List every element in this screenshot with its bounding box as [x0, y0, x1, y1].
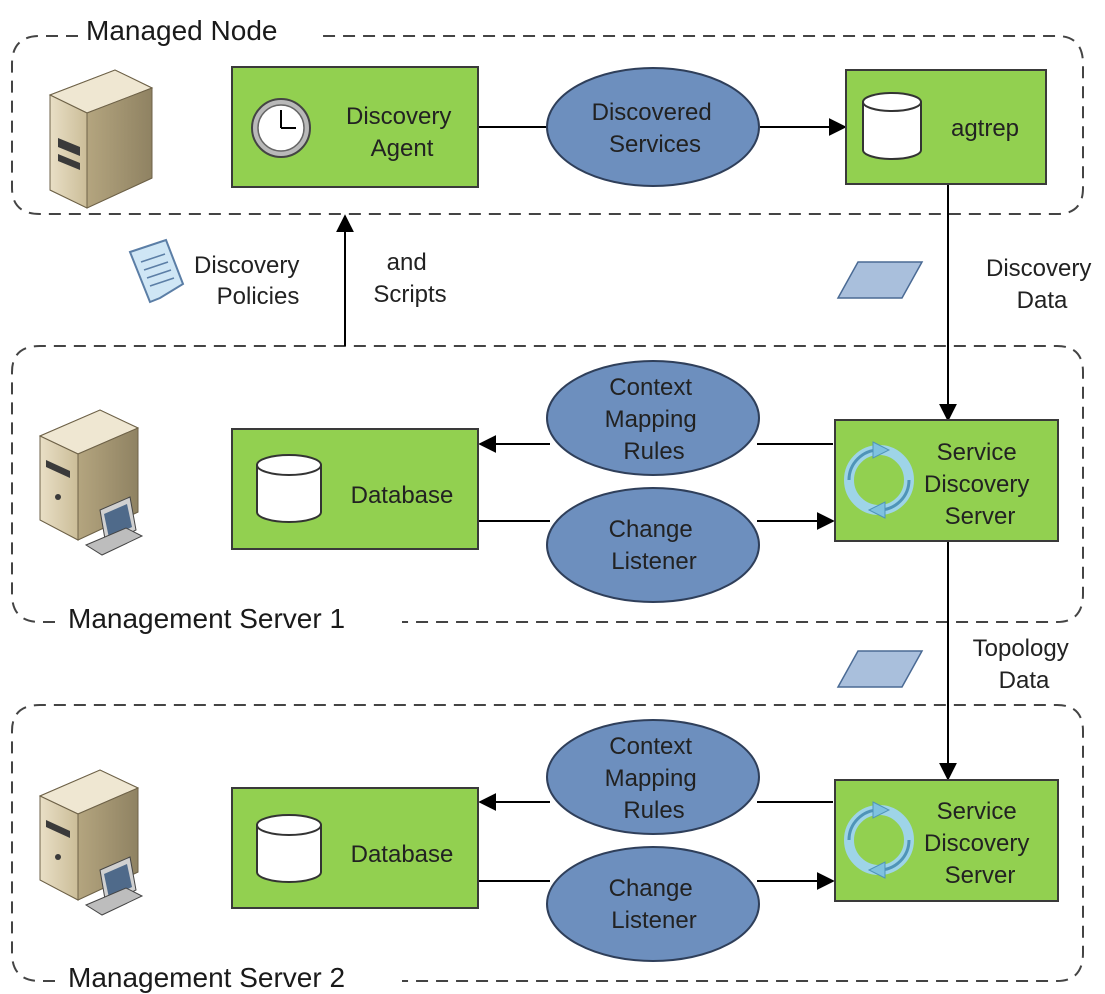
svg-text:Context Mapping Rules: Context Mapping Rules	[605, 374, 704, 465]
s2-change-line-2: Listener	[611, 907, 696, 934]
discovery-data-parallelogram-icon	[836, 261, 924, 299]
s1-context-line-2: Mapping	[605, 406, 697, 433]
discovered-services-ellipse	[546, 67, 760, 187]
s1-context-line-1: Context	[609, 374, 692, 401]
managed-node-border	[11, 35, 1084, 215]
mgmt-server-1-label: Management Server 1	[68, 603, 345, 634]
s2-context-line-3: Rules	[623, 797, 684, 824]
topology-data-line-1: Topology	[973, 635, 1069, 662]
discovery-data-line-1: Discovery	[986, 255, 1091, 282]
s1-context-ellipse	[546, 360, 760, 476]
policies-right-1: and	[387, 249, 427, 276]
s1-refresh-cycle-icon	[844, 441, 914, 519]
server-tower-icon	[48, 69, 154, 209]
svg-text:Change Listener: Change Listener	[609, 516, 700, 575]
s1-change-line-1: Change	[609, 516, 693, 543]
document-icon	[128, 238, 185, 304]
svg-text:Discovery Agent: Discovery Agent	[346, 103, 458, 162]
s2-sds-line-3: Server	[945, 862, 1016, 889]
workstation-icon	[38, 409, 144, 556]
svg-text:Service Discovery Serv: Service Discovery Server	[924, 798, 1036, 889]
s2-cylinder-icon	[256, 814, 322, 883]
workstation-icon-2	[38, 769, 144, 916]
svg-text:Discovery Policies: Discovery Policies	[194, 252, 306, 310]
discovery-data-line-2: Data	[1017, 287, 1068, 314]
s1-database-label: Database	[351, 482, 454, 509]
s2-context-ellipse	[546, 719, 760, 835]
s2-change-ellipse	[546, 846, 760, 962]
cylinder-icon	[862, 92, 922, 160]
s1-change-ellipse	[546, 487, 760, 603]
discovered-line-1: Discovered	[592, 99, 712, 126]
s2-database-label: Database	[351, 841, 454, 868]
agtrep-label: agtrep	[951, 115, 1019, 142]
policies-right-2: Scripts	[373, 281, 446, 308]
topology-data-line-2: Data	[999, 667, 1050, 694]
svg-text:Context Mapping Rules: Context Mapping Rules	[605, 733, 704, 824]
s2-refresh-cycle-icon	[844, 801, 914, 879]
svg-text:Discovered Services: Discovered Services	[592, 99, 719, 158]
s2-context-line-1: Context	[609, 733, 692, 760]
svg-text:Topology Data: Topology Data	[973, 635, 1076, 694]
mgmt-server-2-border	[11, 704, 1084, 982]
s1-sds-line-3: Server	[945, 503, 1016, 530]
svg-text:Service Discovery Serv: Service Discovery Server	[924, 439, 1036, 530]
s1-context-line-3: Rules	[623, 438, 684, 465]
mgmt-server-1-border	[11, 345, 1084, 623]
s2-sds-line-1: Service	[937, 798, 1017, 825]
svg-text:and Scripts: and Scripts	[373, 249, 446, 308]
s1-sds-line-2: Discovery	[924, 471, 1029, 498]
svg-text:Discovery Data: Discovery Data	[986, 255, 1098, 314]
svg-text:Change Listener: Change Listener	[609, 875, 700, 934]
policies-left-1: Discovery	[194, 252, 299, 279]
managed-node-label: Managed Node	[86, 15, 277, 46]
discovered-line-2: Services	[609, 131, 701, 158]
s1-cylinder-icon	[256, 454, 322, 523]
s1-sds-box	[834, 419, 1059, 542]
policies-left-2: Policies	[217, 283, 300, 310]
agent-line-2: Agent	[371, 135, 434, 162]
s2-context-line-2: Mapping	[605, 765, 697, 792]
mgmt-server-2-label: Management Server 2	[68, 962, 345, 993]
agent-line-1: Discovery	[346, 103, 451, 130]
s2-sds-line-2: Discovery	[924, 830, 1029, 857]
clock-icon	[251, 98, 311, 158]
s1-change-line-2: Listener	[611, 548, 696, 575]
s1-sds-line-1: Service	[937, 439, 1017, 466]
topology-data-parallelogram-icon	[836, 650, 924, 688]
s2-sds-box	[834, 779, 1059, 902]
s2-change-line-1: Change	[609, 875, 693, 902]
